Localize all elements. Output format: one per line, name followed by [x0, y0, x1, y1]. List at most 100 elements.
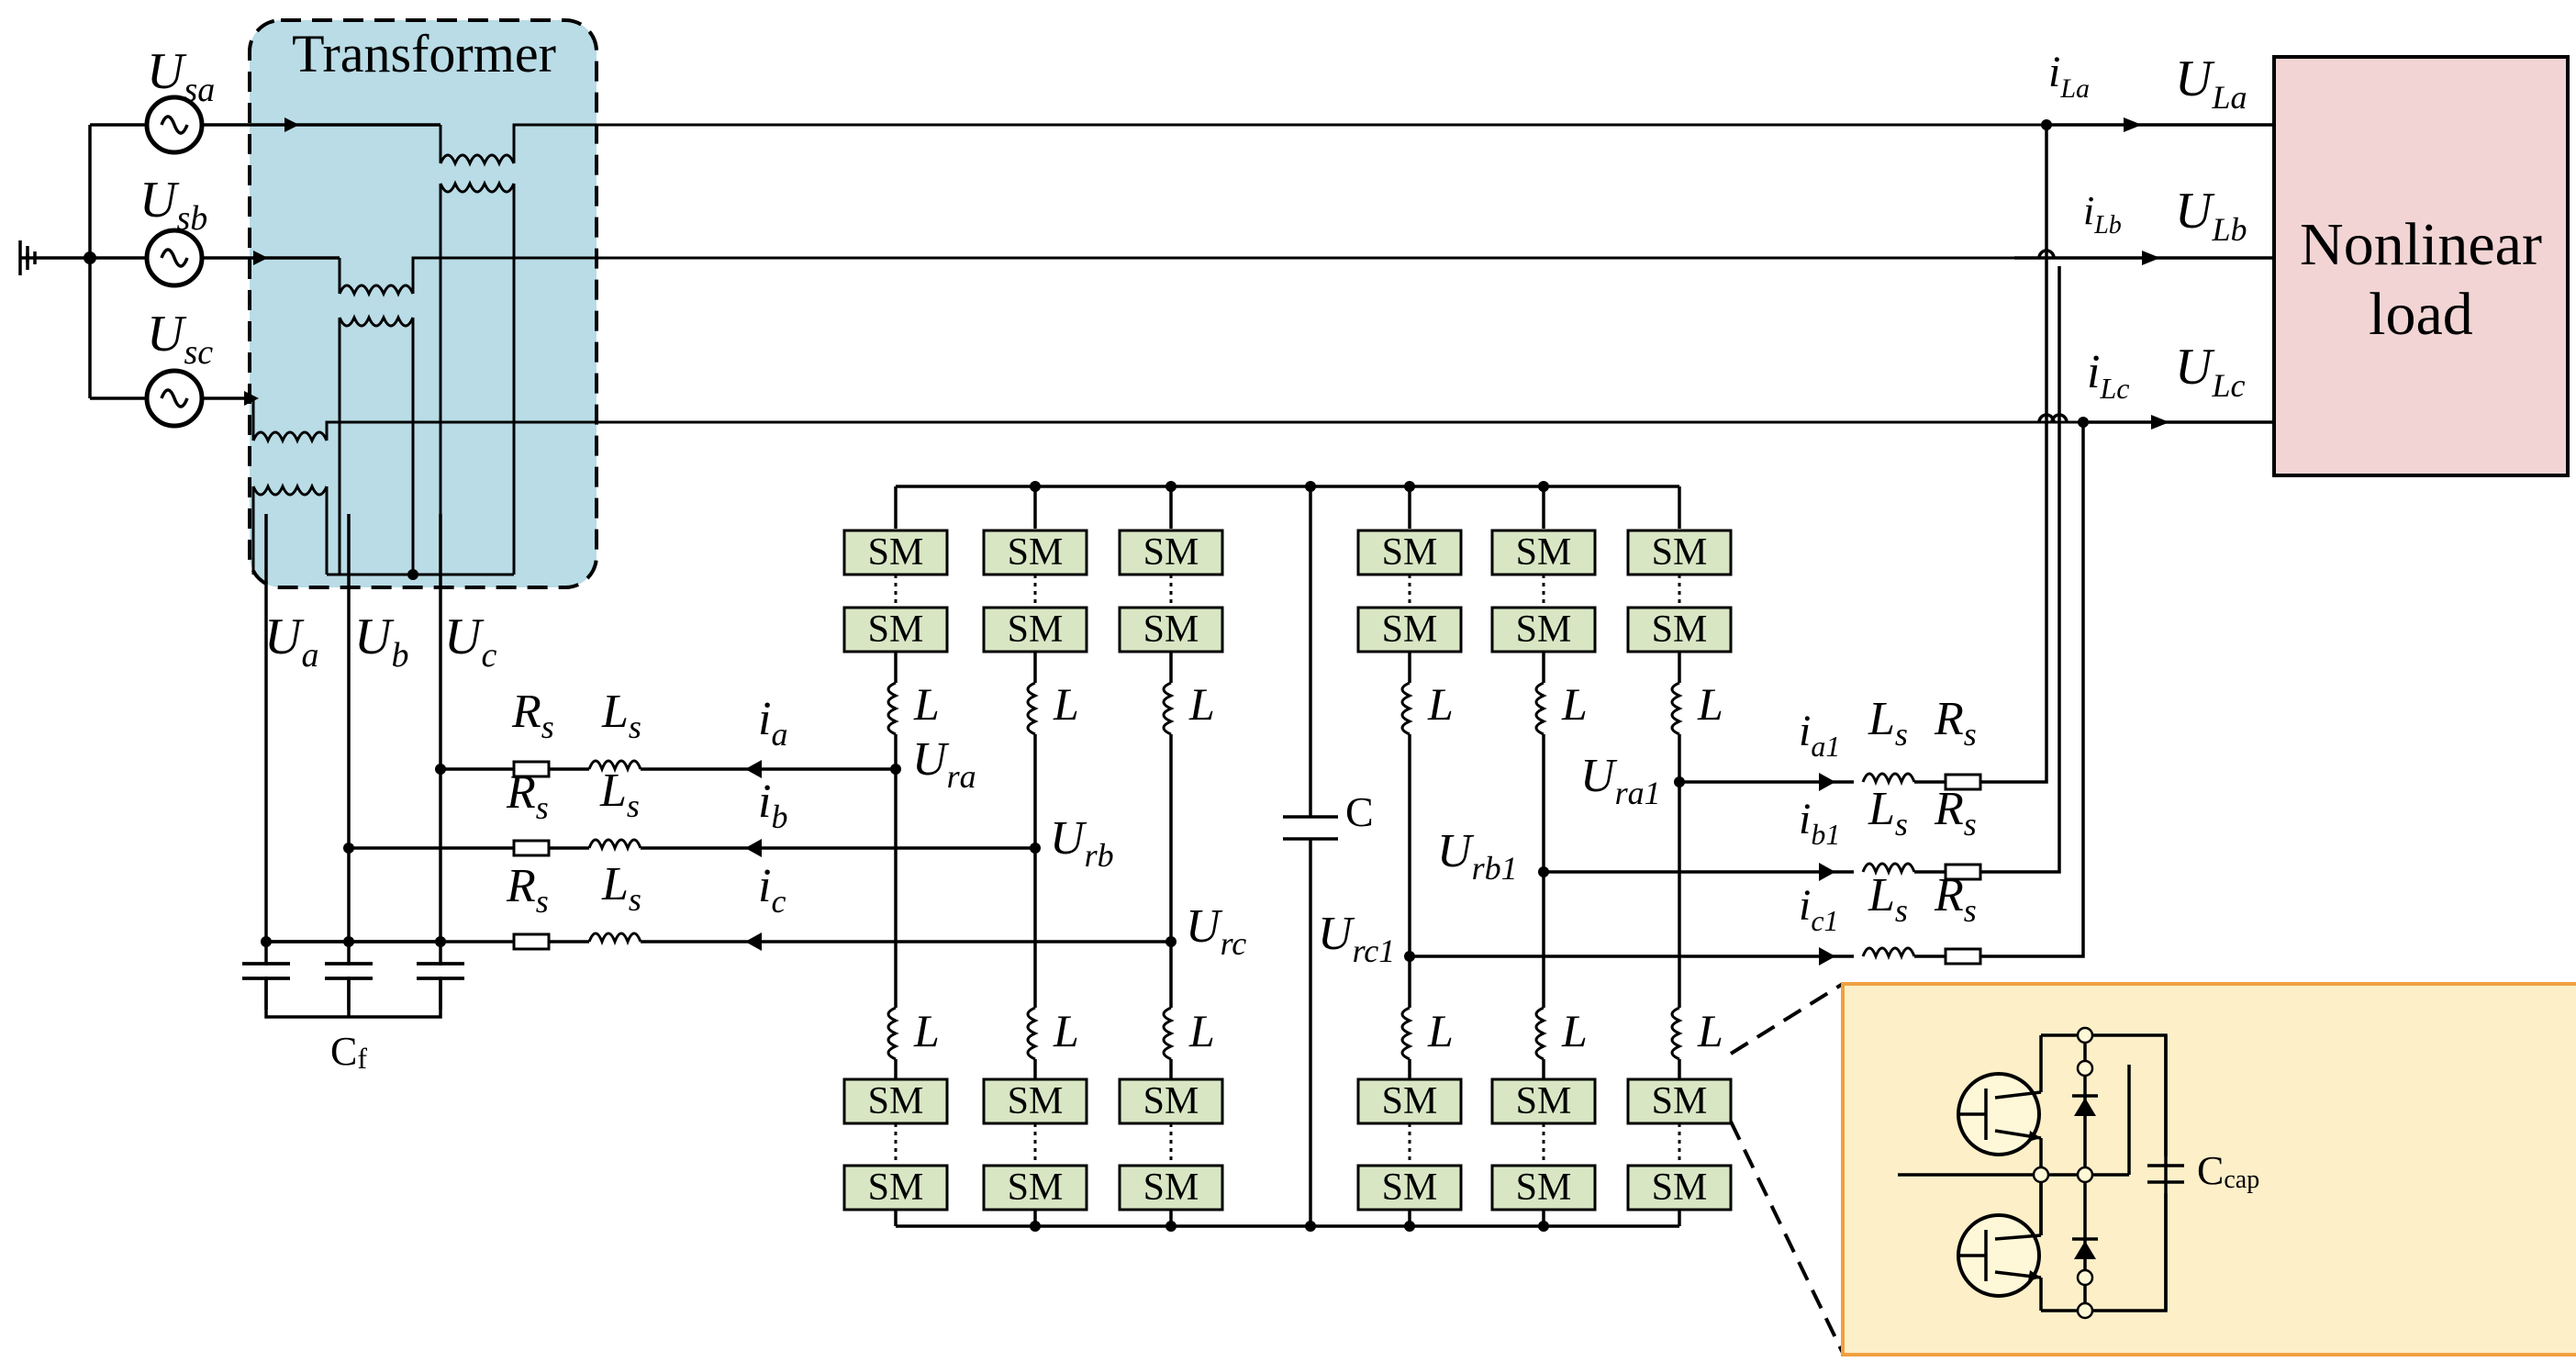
arm-inductor-label: L: [1561, 1005, 1588, 1056]
right-inductor-a-label: Ls: [1868, 693, 1908, 753]
phase-b-voltage-label: Ub: [354, 608, 408, 675]
dc-cap-label: C: [1345, 788, 1374, 835]
left-inductor-b-label: Ls: [599, 765, 640, 824]
arm-inductor-label: L: [1053, 678, 1079, 730]
right-current-b-label: ib1: [1799, 795, 1840, 851]
submodule-label: SM: [1652, 608, 1708, 651]
right-resistor-a-label: Rs: [1934, 693, 1977, 753]
right-current-a-label: ia1: [1799, 707, 1840, 763]
submodule-box: [1118, 1077, 1224, 1125]
arm-inductor-label: L: [1697, 1005, 1723, 1056]
arm-inductor-label: L: [913, 1005, 940, 1056]
submodule-detail-box: [1841, 982, 2576, 1356]
right-inductor-b-label: Ls: [1868, 783, 1908, 843]
submodule-label: SM: [1008, 1167, 1064, 1209]
load-voltage-b-label: ULb: [2175, 183, 2247, 248]
left-current-a-label: ia: [758, 693, 787, 753]
transformer-box: [248, 18, 598, 589]
submodule-label: SM: [868, 608, 924, 651]
submodule-label: SM: [1516, 608, 1572, 651]
transformer-label: Transformer: [292, 24, 556, 84]
source-b-label: Usb: [139, 172, 207, 238]
submodule-capacitor-icon: [2147, 1164, 2184, 1184]
submodule-label: SM: [1382, 1080, 1438, 1122]
submodule-label: SM: [1516, 1080, 1572, 1122]
converter-arms: SM SM SM SM L L SM SM SM SM L L SM SM SM SM L L SM SM SM SM L L…: [842, 529, 1733, 1211]
left-branch-c: [266, 932, 1176, 951]
submodule-box: [1626, 529, 1733, 576]
load-current-b-label: iLb: [2083, 188, 2122, 240]
left-branch-a: [435, 759, 901, 778]
left-node-voltage-c-label: Urc: [1186, 900, 1246, 962]
submodule-label: SM: [1143, 531, 1199, 574]
load-current-a-label: iLa: [2048, 48, 2090, 104]
right-branch-b: [1538, 266, 2061, 881]
submodule-box: [1356, 1077, 1463, 1125]
right-node-voltage-c-label: Urc1: [1318, 908, 1395, 969]
left-current-b-label: ib: [758, 776, 787, 835]
arm-inductor-label: L: [1427, 1005, 1454, 1056]
left-node-voltage-b-label: Urb: [1050, 812, 1114, 874]
arm-inductor-label: L: [1188, 678, 1215, 730]
submodule-label: SM: [1143, 1167, 1199, 1209]
right-current-c-label: ic1: [1799, 881, 1839, 937]
submodule-cap-label: Ccap: [2197, 1148, 2259, 1194]
load-label-line2: load: [2369, 281, 2473, 348]
submodule-label: SM: [1382, 531, 1438, 574]
submodule-label: SM: [1382, 608, 1438, 651]
submodule-detail-circuit: [1898, 1026, 2184, 1320]
submodule-label: SM: [1382, 1167, 1438, 1209]
submodule-box: [1626, 1077, 1733, 1125]
submodule-box: [1490, 1077, 1597, 1125]
submodule-label: SM: [1652, 1080, 1708, 1122]
submodule-box: [1356, 529, 1463, 576]
submodule-label: SM: [868, 1167, 924, 1209]
source-c-label: Usc: [147, 306, 213, 372]
diode-top-icon: [2072, 1094, 2098, 1116]
right-node-voltage-b-label: Urb1: [1437, 825, 1518, 887]
submodule-box: [1356, 1164, 1463, 1211]
left-resistor-a-label: Rs: [511, 686, 554, 745]
filter-cap-label: Cf: [330, 1029, 367, 1075]
submodule-label: SM: [1008, 1080, 1064, 1122]
submodule-label: SM: [1008, 608, 1064, 651]
load-voltage-a-label: ULa: [2175, 50, 2247, 116]
submodule-label: SM: [1143, 1080, 1199, 1122]
left-node-voltage-a-label: Ura: [912, 733, 976, 795]
left-resistor-c-label: Rs: [506, 860, 549, 920]
arm-inductor-label: L: [913, 678, 940, 730]
arm-inductor-label: L: [1053, 1005, 1079, 1056]
load-voltage-c-label: ULc: [2175, 339, 2245, 404]
submodule-box: [1490, 529, 1597, 576]
left-branch-b: [343, 838, 1041, 857]
submodule-box: [842, 529, 949, 576]
ac-source-c-icon: [144, 368, 205, 429]
arm-inductor-label: L: [1188, 1005, 1215, 1056]
submodule-label: SM: [1652, 1167, 1708, 1209]
submodule-label: SM: [1516, 531, 1572, 574]
load-current-c-label: iLc: [2087, 346, 2129, 405]
dc-link-capacitor-icon: [1283, 815, 1338, 841]
load-label-line1: Nonlinear: [2300, 211, 2542, 278]
phase-c-voltage-label: Uc: [444, 608, 496, 675]
right-resistor-c-label: Rs: [1934, 869, 1977, 929]
submodule-box: [1118, 606, 1224, 653]
zoom-line-bottom: [1729, 1121, 1845, 1354]
submodule-label: SM: [1143, 608, 1199, 651]
arm-inductor-label: L: [1697, 678, 1723, 730]
source-a-label: Usa: [147, 43, 215, 109]
right-branch-c: [1404, 119, 2089, 966]
right-inductor-c-label: Ls: [1868, 869, 1908, 929]
submodule-box: [842, 1164, 949, 1211]
zoom-line-top: [1729, 982, 1845, 1055]
right-resistor-b-label: Rs: [1934, 783, 1977, 843]
submodule-label: SM: [1008, 531, 1064, 574]
phase-a-voltage-label: Ua: [264, 608, 318, 675]
right-node-voltage-a-label: Ura1: [1580, 750, 1661, 811]
left-inductor-a-label: Ls: [601, 686, 641, 745]
ac-source-b-icon: [144, 228, 205, 288]
left-current-c-label: ic: [758, 860, 786, 920]
submodule-label: SM: [1652, 531, 1708, 574]
transformer-windings: [251, 123, 2083, 580]
